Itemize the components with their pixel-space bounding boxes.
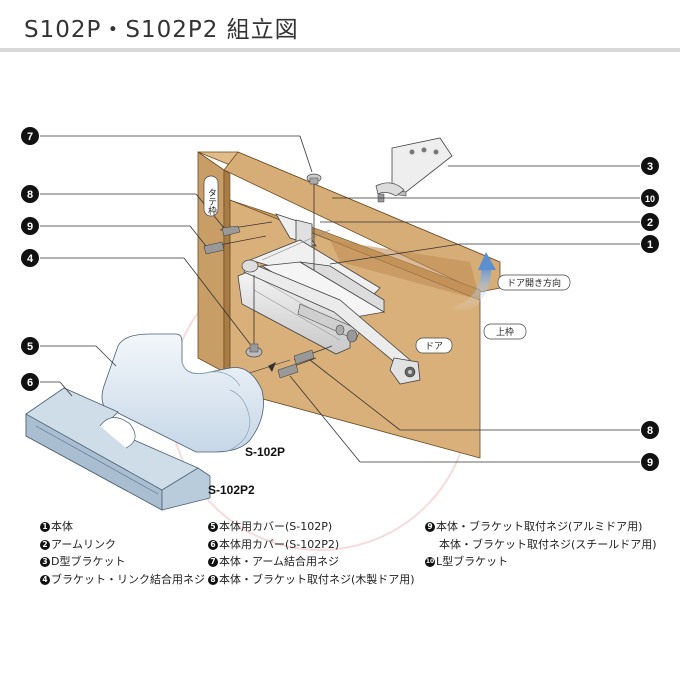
page-title: S102P・S102P2 組立図 bbox=[24, 17, 299, 43]
callout-7 bbox=[21, 127, 39, 145]
callout-5 bbox=[21, 337, 39, 355]
callout-8b bbox=[641, 421, 659, 439]
svg-text:タテ枠: タテ枠 bbox=[206, 188, 217, 216]
cover-s102p2 bbox=[25, 387, 211, 511]
label-s102p2: S-102P2 bbox=[208, 483, 255, 497]
svg-text:6: 6 bbox=[27, 377, 33, 389]
svg-text:9: 9 bbox=[647, 457, 653, 469]
svg-text:4: 4 bbox=[27, 253, 34, 265]
label-door-direction: ドア開き方向 bbox=[497, 274, 571, 291]
svg-text:3: 3 bbox=[647, 161, 653, 173]
svg-text:5: 5 bbox=[27, 341, 33, 353]
label-s102p: S-102P bbox=[245, 445, 285, 459]
svg-text:ドア開き方向: ドア開き方向 bbox=[507, 277, 561, 289]
svg-text:10: 10 bbox=[645, 194, 655, 204]
d-bracket bbox=[375, 137, 453, 203]
label-tate-waku: タテ枠 bbox=[203, 175, 219, 217]
callout-9b bbox=[641, 453, 659, 471]
leader-lines bbox=[40, 135, 640, 463]
label-ue-waku: 上枠 bbox=[483, 323, 527, 340]
callout-9a bbox=[21, 217, 39, 235]
callout-8a bbox=[21, 185, 39, 203]
label-door: ドア bbox=[415, 337, 453, 354]
svg-text:2: 2 bbox=[647, 217, 653, 229]
jamb-inner bbox=[223, 169, 231, 377]
screw-4 bbox=[245, 275, 263, 358]
callout-6 bbox=[21, 373, 39, 391]
title-divider bbox=[0, 48, 680, 52]
arm-link bbox=[241, 259, 421, 385]
header-shadow bbox=[330, 240, 480, 300]
screws-lower bbox=[239, 345, 333, 379]
callouts: 7 8 9 4 5 6 3 10 2 1 8 9 bbox=[21, 127, 659, 471]
callout-1 bbox=[641, 235, 659, 253]
svg-text:7: 7 bbox=[27, 131, 33, 143]
callout-3 bbox=[641, 157, 659, 175]
callout-10 bbox=[641, 189, 659, 207]
door-direction-arrow bbox=[453, 252, 496, 317]
screws-upper bbox=[203, 221, 273, 255]
callout-4 bbox=[21, 249, 39, 267]
svg-text:8: 8 bbox=[647, 425, 653, 437]
cover-s102p bbox=[101, 333, 264, 453]
screw-7 bbox=[306, 173, 322, 270]
svg-text:ドア: ドア bbox=[425, 342, 443, 352]
svg-text:8: 8 bbox=[27, 189, 33, 201]
svg-text:9: 9 bbox=[27, 221, 33, 233]
callout-2 bbox=[641, 213, 659, 231]
legend-item: 本体・ブラケット取付ネジ(スチールドア用) bbox=[439, 537, 657, 551]
svg-text:1: 1 bbox=[647, 239, 653, 251]
svg-text:上枠: 上枠 bbox=[496, 326, 514, 338]
